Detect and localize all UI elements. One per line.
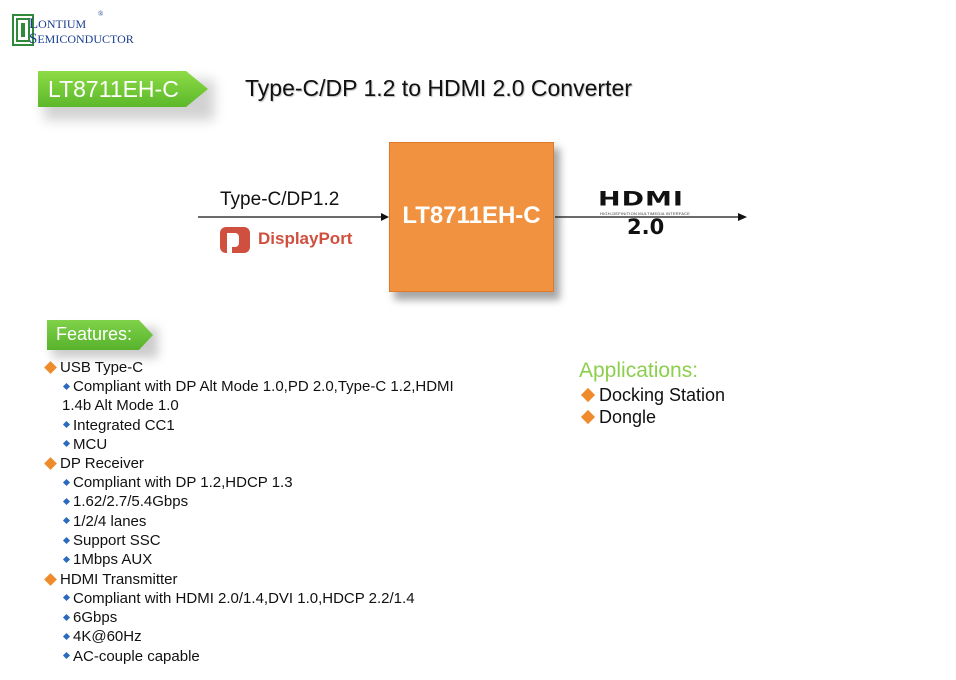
orange-diamond-bullet-icon xyxy=(44,457,57,471)
blue-diamond-bullet-icon xyxy=(62,536,71,544)
feature-group-title: HDMI Transmitter xyxy=(44,570,504,589)
feature-item: Support SSC xyxy=(44,531,504,550)
chip-label: LT8711EH-C xyxy=(402,202,541,229)
feature-item: 4K@60Hz xyxy=(44,627,504,646)
blue-diamond-bullet-icon xyxy=(62,421,71,429)
applications-heading: Applications: xyxy=(579,359,699,382)
feature-item: Integrated CC1 xyxy=(44,416,504,435)
logo-line-2: SEMICONDUCTOR xyxy=(29,31,134,47)
feature-item: Compliant with DP Alt Mode 1.0,PD 2.0,Ty… xyxy=(62,378,454,415)
output-arrowhead xyxy=(738,213,747,221)
feature-item: 1Mbps AUX xyxy=(44,550,504,569)
blue-diamond-bullet-icon xyxy=(62,613,71,621)
blue-diamond-bullet-icon xyxy=(62,478,71,486)
blue-diamond-bullet-icon xyxy=(62,440,71,448)
orange-diamond-bullet-icon xyxy=(580,409,596,425)
features-heading: Features: xyxy=(56,324,133,344)
application-item: Docking Station xyxy=(580,384,725,406)
hdmi-tagline: HIGH-DEFINITION MULTIMEDIA INTERFACE xyxy=(600,211,691,216)
blue-diamond-bullet-icon xyxy=(62,497,71,506)
feature-group-hdmi-transmitter: HDMI Transmitter Compliant with HDMI 2.0… xyxy=(44,570,504,666)
orange-diamond-bullet-icon xyxy=(44,572,57,586)
blue-diamond-bullet-icon xyxy=(62,555,71,563)
feature-group-title: USB Type-C xyxy=(44,358,504,377)
feature-group-usb-type-c: USB Type-C Compliant with DP Alt Mode 1.… xyxy=(44,358,504,454)
features-list: USB Type-C Compliant with DP Alt Mode 1.… xyxy=(44,358,504,666)
input-signal-label: Type-C/DP1.2 xyxy=(220,189,340,210)
blue-diamond-bullet-icon xyxy=(62,517,71,525)
feature-item: 1.62/2.7/5.4Gbps xyxy=(44,492,504,511)
features-badge xyxy=(47,320,153,350)
chip-block xyxy=(389,142,554,292)
input-arrowhead xyxy=(381,213,389,221)
part-badge xyxy=(38,71,208,107)
feature-item: AC-couple capable xyxy=(44,647,504,666)
blue-diamond-bullet-icon xyxy=(62,382,71,390)
lontium-logo: ® LONTIUM SEMICONDUCTOR xyxy=(12,10,134,52)
feature-item: 1/2/4 lanes xyxy=(44,512,504,531)
hdmi-version: 2.0 xyxy=(627,215,665,239)
feature-item: Compliant with DP 1.2,HDCP 1.3 xyxy=(44,473,504,492)
application-item: Dongle xyxy=(580,406,725,428)
blue-diamond-bullet-icon xyxy=(62,652,71,660)
displayport-logo-text: DisplayPort xyxy=(258,229,353,248)
blue-diamond-bullet-icon xyxy=(62,632,71,640)
part-number-label: LT8711EH-C xyxy=(48,76,179,102)
feature-item: 6Gbps xyxy=(44,608,504,627)
displayport-logo-icon xyxy=(220,227,250,253)
page-title: Type-C/DP 1.2 to HDMI 2.0 Converter xyxy=(245,75,632,101)
logo-mark-icon xyxy=(12,14,34,46)
hdmi-logo-icon: HDMI xyxy=(598,188,684,211)
blue-diamond-bullet-icon xyxy=(62,594,71,602)
applications-list: Docking Station Dongle xyxy=(580,384,725,428)
orange-diamond-bullet-icon xyxy=(580,387,596,403)
feature-group-title: DP Receiver xyxy=(44,454,504,473)
feature-item: MCU xyxy=(44,435,504,454)
feature-group-dp-receiver: DP Receiver Compliant with DP 1.2,HDCP 1… xyxy=(44,454,504,569)
feature-item: Compliant with HDMI 2.0/1.4,DVI 1.0,HDCP… xyxy=(44,589,504,608)
orange-diamond-bullet-icon xyxy=(44,361,57,374)
logo-registered-mark: ® xyxy=(98,10,104,18)
logo-line-1: LONTIUM xyxy=(29,16,87,32)
